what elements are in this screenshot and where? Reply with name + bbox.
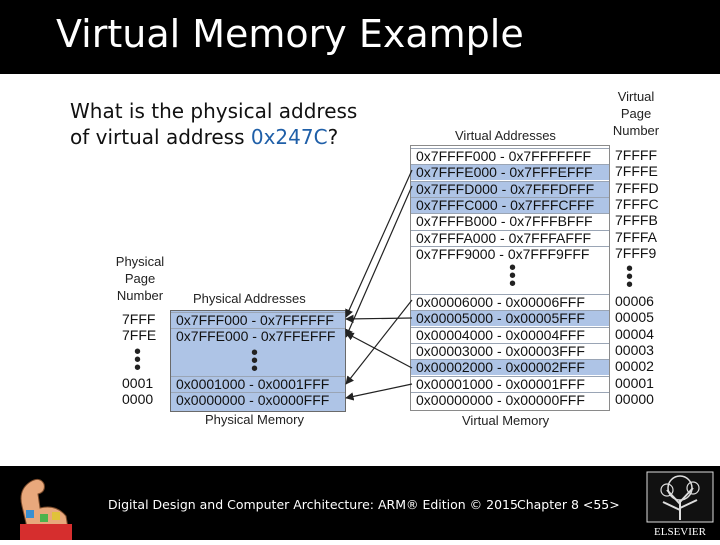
physical-page-number: 0000	[122, 391, 154, 408]
virtual-page-number: 00002	[615, 358, 654, 375]
elsevier-logo-text: ELSEVIER	[654, 526, 707, 538]
virtual-address-row: 0x00006000 - 0x00006FFF	[411, 294, 609, 310]
virtual-address-row: 0x00003000 - 0x00003FFF	[411, 342, 609, 359]
physical-page-number: 0001	[122, 375, 154, 391]
virtual-page-number: 7FFFB	[615, 212, 658, 229]
virtual-memory-caption: Virtual Memory	[462, 413, 550, 428]
virtual-page-number: 00006	[615, 293, 654, 309]
virtual-page-number: 00001	[615, 374, 654, 391]
ppn-header-line-3: Number	[116, 288, 164, 303]
virtual-address-row: 0x00004000 - 0x00004FFF	[411, 326, 609, 343]
physical-page-number-header: Physical Page Number	[108, 253, 172, 304]
virtual-page-number: 7FFFF	[615, 147, 657, 163]
flexed-arm-logo	[0, 468, 85, 541]
virtual-page-number: 7FFFE	[615, 163, 658, 180]
question-text: What is the physical address of virtual …	[70, 98, 390, 150]
vpn-ellipsis: •••	[626, 258, 634, 296]
footer-book-title: Digital Design and Computer Architecture…	[108, 497, 518, 512]
pm-ellipsis: •••	[251, 342, 259, 380]
vpn-header-line-1: Virtual	[617, 89, 655, 104]
virtual-address-row: 0x7FFFB000 - 0x7FFFBFFF	[411, 213, 609, 229]
arrow-00001-to-0000	[345, 383, 413, 401]
virtual-page-number: 7FFFD	[615, 179, 659, 196]
elsevier-logo: ELSEVIER	[645, 470, 715, 538]
physical-page-number: 7FFE	[122, 327, 157, 344]
question-address: 0x247C	[250, 125, 328, 149]
virtual-address-row: 0x00000000 - 0x00000FFF	[411, 391, 609, 408]
virtual-page-number: 00004	[615, 325, 654, 342]
ppn-header-line-2: Page	[124, 271, 156, 286]
virtual-address-row: 0x7FFFA000 - 0x7FFFAFFF	[411, 229, 609, 246]
physical-address-row: 0x7FFE000 - 0x7FFEFFF	[171, 328, 345, 345]
physical-page-number: 7FFF	[122, 311, 156, 327]
question-line-1: What is the physical address	[70, 99, 358, 123]
arrow-7fffe-to-7ffe	[345, 185, 413, 338]
ppn-header-line-1: Physical	[115, 254, 165, 269]
arrow-00006-to-0001	[345, 299, 413, 385]
question-suffix: ?	[327, 125, 339, 149]
virtual-address-row: 0x00001000 - 0x00001FFF	[411, 375, 609, 392]
physical-address-row: 0x0000000 - 0x0000FFF	[171, 392, 345, 409]
slide-title: Virtual Memory Example	[56, 12, 524, 56]
virtual-page-number: 00003	[615, 341, 654, 358]
virtual-page-number: 00000	[615, 390, 654, 407]
physical-addresses-header: Physical Addresses	[193, 291, 306, 306]
virtual-addresses-header: Virtual Addresses	[455, 128, 556, 143]
virtual-page-number: 00005	[615, 309, 654, 326]
physical-memory-caption: Physical Memory	[205, 412, 304, 427]
vm-ellipsis: •••	[509, 257, 517, 295]
virtual-page-number: 7FFFC	[615, 195, 659, 212]
physical-address-row: 0x7FFF000 - 0x7FFFFFF	[171, 312, 345, 328]
virtual-page-number-header: Virtual Page Number	[606, 88, 666, 139]
virtual-address-row: 0x7FFFF000 - 0x7FFFFFFF	[411, 148, 609, 164]
virtual-address-row: 0x7FFF9000 - 0x7FFF9FFF	[411, 245, 609, 262]
virtual-page-number: 7FFF9	[615, 244, 657, 261]
vpn-header-line-3: Number	[612, 123, 660, 138]
virtual-address-row: 0x7FFFD000 - 0x7FFFDFFF	[411, 180, 609, 197]
vpn-header-line-2: Page	[620, 106, 652, 121]
arrow-00005-to-7ffe	[345, 314, 413, 324]
arrow-00002-to-7fff	[345, 332, 413, 369]
virtual-address-row: 0x7FFFC000 - 0x7FFFCFFF	[411, 196, 609, 213]
virtual-address-row: 0x7FFFE000 - 0x7FFFEFFF	[411, 164, 609, 181]
ppn-ellipsis: •••	[134, 341, 142, 379]
question-line-2-prefix: of virtual address	[70, 125, 251, 149]
virtual-address-row: 0x00002000 - 0x00002FFF	[411, 359, 609, 376]
footer-chapter: Chapter 8 <55>	[517, 497, 620, 512]
arrow-7ffff-to-7fff	[345, 169, 413, 318]
title-bar: Virtual Memory Example	[0, 0, 720, 74]
physical-address-row: 0x0001000 - 0x0001FFF	[171, 376, 345, 392]
virtual-page-number: 7FFFA	[615, 228, 658, 245]
footer-bar	[0, 466, 720, 540]
virtual-address-row: 0x00005000 - 0x00005FFF	[411, 310, 609, 327]
question-line-2: of virtual address 0x247C?	[70, 124, 390, 150]
